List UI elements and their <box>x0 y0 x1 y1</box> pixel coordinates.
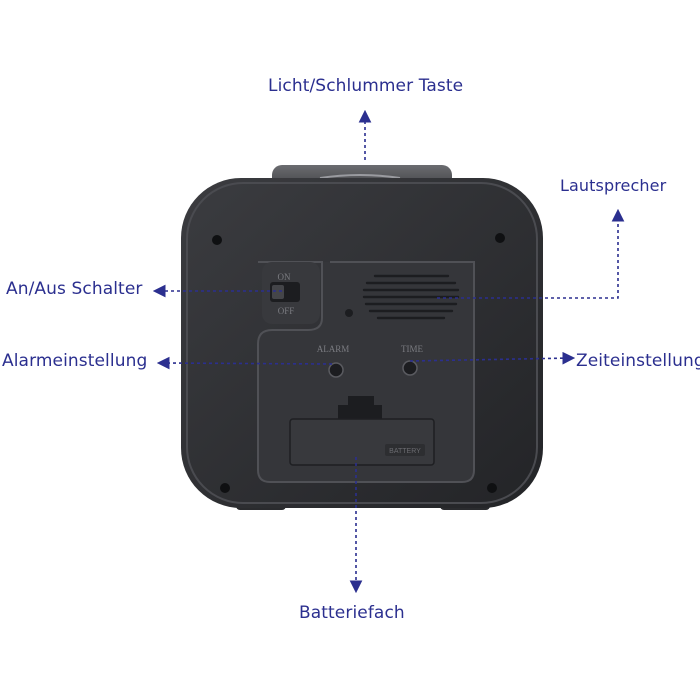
switch-off-text: OFF <box>278 306 295 316</box>
alarm-knob-text: ALARM <box>317 344 350 354</box>
label-light-snooze-button: Licht/Schlummer Taste <box>268 76 464 96</box>
arrow-speaker <box>437 208 625 299</box>
battery-compartment: BATTERY <box>289 418 435 466</box>
arrow-alarm <box>156 356 333 370</box>
light-sensor <box>345 309 353 317</box>
alarm-knob: ALARM <box>317 344 350 378</box>
corner-screws <box>212 233 505 493</box>
label-speaker: Lautsprecher <box>560 176 667 195</box>
label-time-setting: Zeiteinstellung <box>576 351 700 371</box>
label-alarm-setting: Alarmeinstellung <box>2 351 148 371</box>
label-power-switch: An/Aus Schalter <box>6 279 143 299</box>
power-switch: ON OFF <box>270 272 300 316</box>
battery-lid-text: BATTERY <box>389 448 421 455</box>
label-battery-compartment: Batteriefach <box>299 603 405 623</box>
speaker-grille <box>362 274 460 320</box>
time-knob-text: TIME <box>401 344 423 354</box>
stand-hook <box>338 396 382 425</box>
callout-arrows <box>152 109 625 594</box>
switch-on-text: ON <box>278 272 291 282</box>
